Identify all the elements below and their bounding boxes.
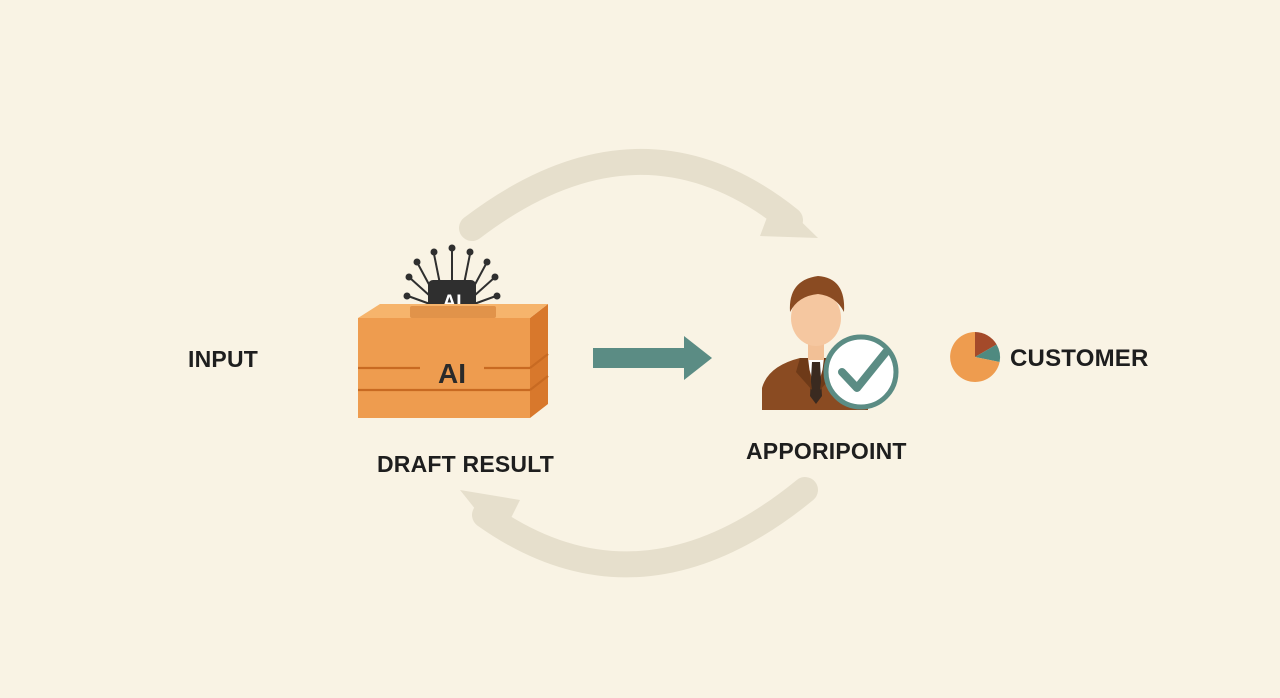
input-label: INPUT: [188, 346, 258, 372]
ai-box-label: AI: [438, 358, 466, 389]
arrow-right-icon: [593, 336, 712, 380]
cycle-arrow-bottom-icon: [460, 477, 818, 578]
cycle-arrow-top-icon: [459, 149, 818, 241]
check-badge-icon: [823, 334, 899, 410]
customer-label: CUSTOMER: [1010, 345, 1149, 372]
draft-result-label: DRAFT RESULT: [377, 451, 555, 477]
approver-label: APPORIPOINT: [746, 438, 907, 464]
pie-chart-icon: [950, 332, 1001, 382]
ai-box-icon: AI: [358, 304, 549, 418]
